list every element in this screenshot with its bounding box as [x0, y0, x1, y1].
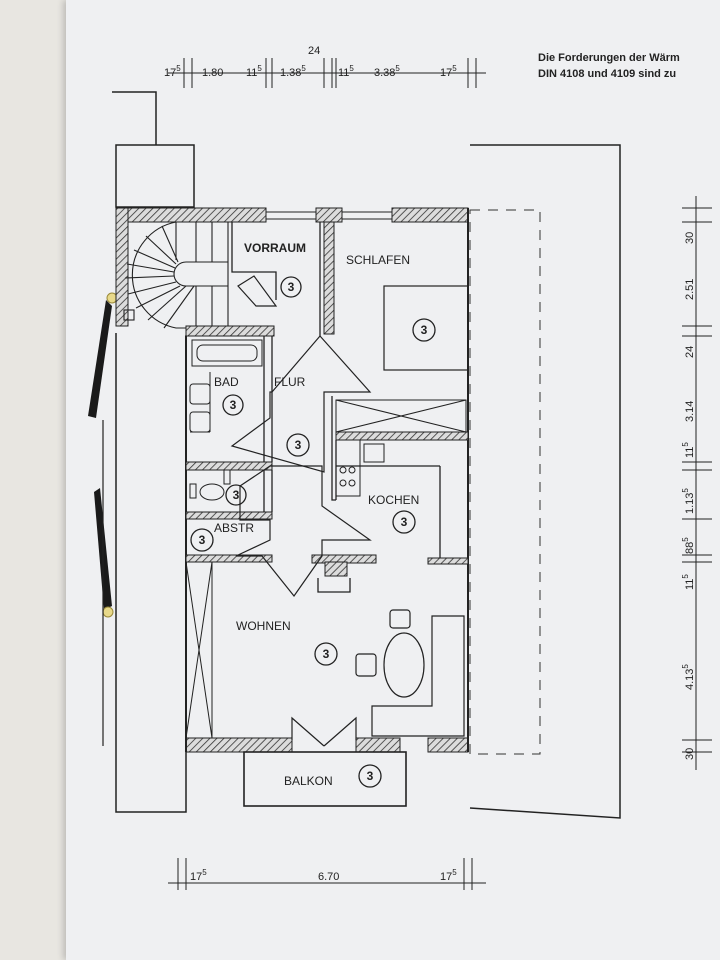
number-marker-wc — [225, 484, 247, 506]
dim-right-9: 4.135 — [681, 664, 696, 690]
dim-right-4: 3.14 — [684, 401, 696, 422]
bath-fixtures — [189, 372, 211, 433]
room-vorraum: VORRAUM — [244, 241, 306, 255]
number-marker-abstr — [190, 528, 214, 552]
pin-lower — [102, 606, 114, 618]
dim-top-8: 175 — [440, 64, 457, 79]
number-marker-bad — [222, 394, 244, 416]
staircase — [123, 221, 229, 329]
note-line-1: Die Forderungen der Wärm — [538, 52, 680, 64]
room-number-abstr: 3 — [199, 533, 206, 547]
dim-right-1: 30 — [684, 232, 696, 244]
dim-top-3: 115 — [246, 64, 262, 79]
room-balkon: BALKON — [284, 774, 333, 788]
dim-top-6: 115 — [338, 64, 354, 79]
chimney-block — [115, 144, 195, 208]
room-number-wohnen: 3 — [323, 647, 330, 661]
dining-set — [355, 609, 465, 737]
wardrobe — [335, 399, 467, 433]
room-kochen: KOCHEN — [368, 493, 419, 507]
top-dimension-labels: 175 1.80 115 1.385 24 115 3.385 175 — [164, 45, 457, 79]
wc-fixtures — [189, 469, 231, 501]
dim-top-7: 3.385 — [374, 64, 400, 79]
dim-bottom-3: 175 — [440, 868, 457, 883]
room-number-balkon: 3 — [367, 769, 374, 783]
room-bad: BAD — [214, 375, 239, 389]
dim-bottom-2: 6.70 — [318, 871, 339, 883]
room-number-vorraum: 3 — [288, 280, 295, 294]
room-labels: VORRAUM SCHLAFEN BAD FLUR KOCHEN ABSTR W… — [214, 241, 419, 788]
number-marker-kochen — [392, 510, 416, 534]
room-schlafen: SCHLAFEN — [346, 253, 410, 267]
left-neighbour-wall — [115, 333, 187, 813]
room-number-flur: 3 — [295, 438, 302, 452]
room-abstr: ABSTR — [214, 521, 254, 535]
note-line-2: DIN 4108 und 4109 sind zu — [538, 68, 677, 80]
dim-top-1: 175 — [164, 64, 181, 79]
dim-top-4: 1.385 — [280, 64, 306, 79]
room-number-kochen: 3 — [401, 515, 408, 529]
room-number-schlafen: 3 — [421, 323, 428, 337]
dimension-lines — [168, 58, 712, 890]
paper-sheet — [66, 0, 720, 960]
kitchen-counter — [335, 439, 385, 497]
balcony — [243, 751, 407, 807]
dim-right-2: 2.51 — [684, 279, 696, 300]
interior-lines — [231, 222, 441, 593]
chimney-outline — [112, 91, 157, 145]
number-marker-balkon — [358, 764, 382, 788]
right-dashed-area — [469, 209, 541, 755]
dim-bottom-1: 175 — [190, 868, 207, 883]
marker-stroke-upper — [88, 300, 112, 418]
room-numbers: 3 3 3 3 3 3 3 3 3 — [199, 280, 428, 783]
right-neighbour-strip — [469, 144, 621, 819]
balcony-door — [291, 716, 357, 747]
dim-right-6: 1.135 — [681, 488, 696, 514]
dim-top-2: 1.80 — [202, 67, 223, 79]
left-window — [185, 561, 213, 739]
dim-top-5: 24 — [308, 45, 320, 57]
dim-right-5: 115 — [681, 442, 696, 458]
flur-arrows — [230, 275, 372, 598]
room-wohnen: WOHNEN — [236, 619, 291, 633]
dim-right-10: 30 — [684, 748, 696, 760]
dim-right-3: 24 — [684, 346, 696, 358]
number-marker-flur — [286, 433, 310, 457]
dim-right-7: 885 — [681, 537, 696, 554]
interior-walls — [185, 221, 469, 577]
number-marker-wohnen — [314, 642, 338, 666]
number-marker-schlafen — [412, 318, 436, 342]
room-number-bad: 3 — [230, 398, 237, 412]
number-marker-vorraum — [280, 276, 302, 298]
bottom-dimension-labels: 175 6.70 175 — [190, 868, 457, 883]
room-number-markers — [190, 276, 436, 788]
bathtub — [191, 339, 263, 367]
room-number-wc: 3 — [233, 488, 240, 502]
right-dimension-labels: 30 2.51 24 3.14 115 1.135 885 115 4.135 … — [681, 232, 696, 760]
bed — [383, 285, 469, 371]
room-flur: FLUR — [274, 375, 306, 389]
dim-right-8: 115 — [681, 574, 696, 590]
